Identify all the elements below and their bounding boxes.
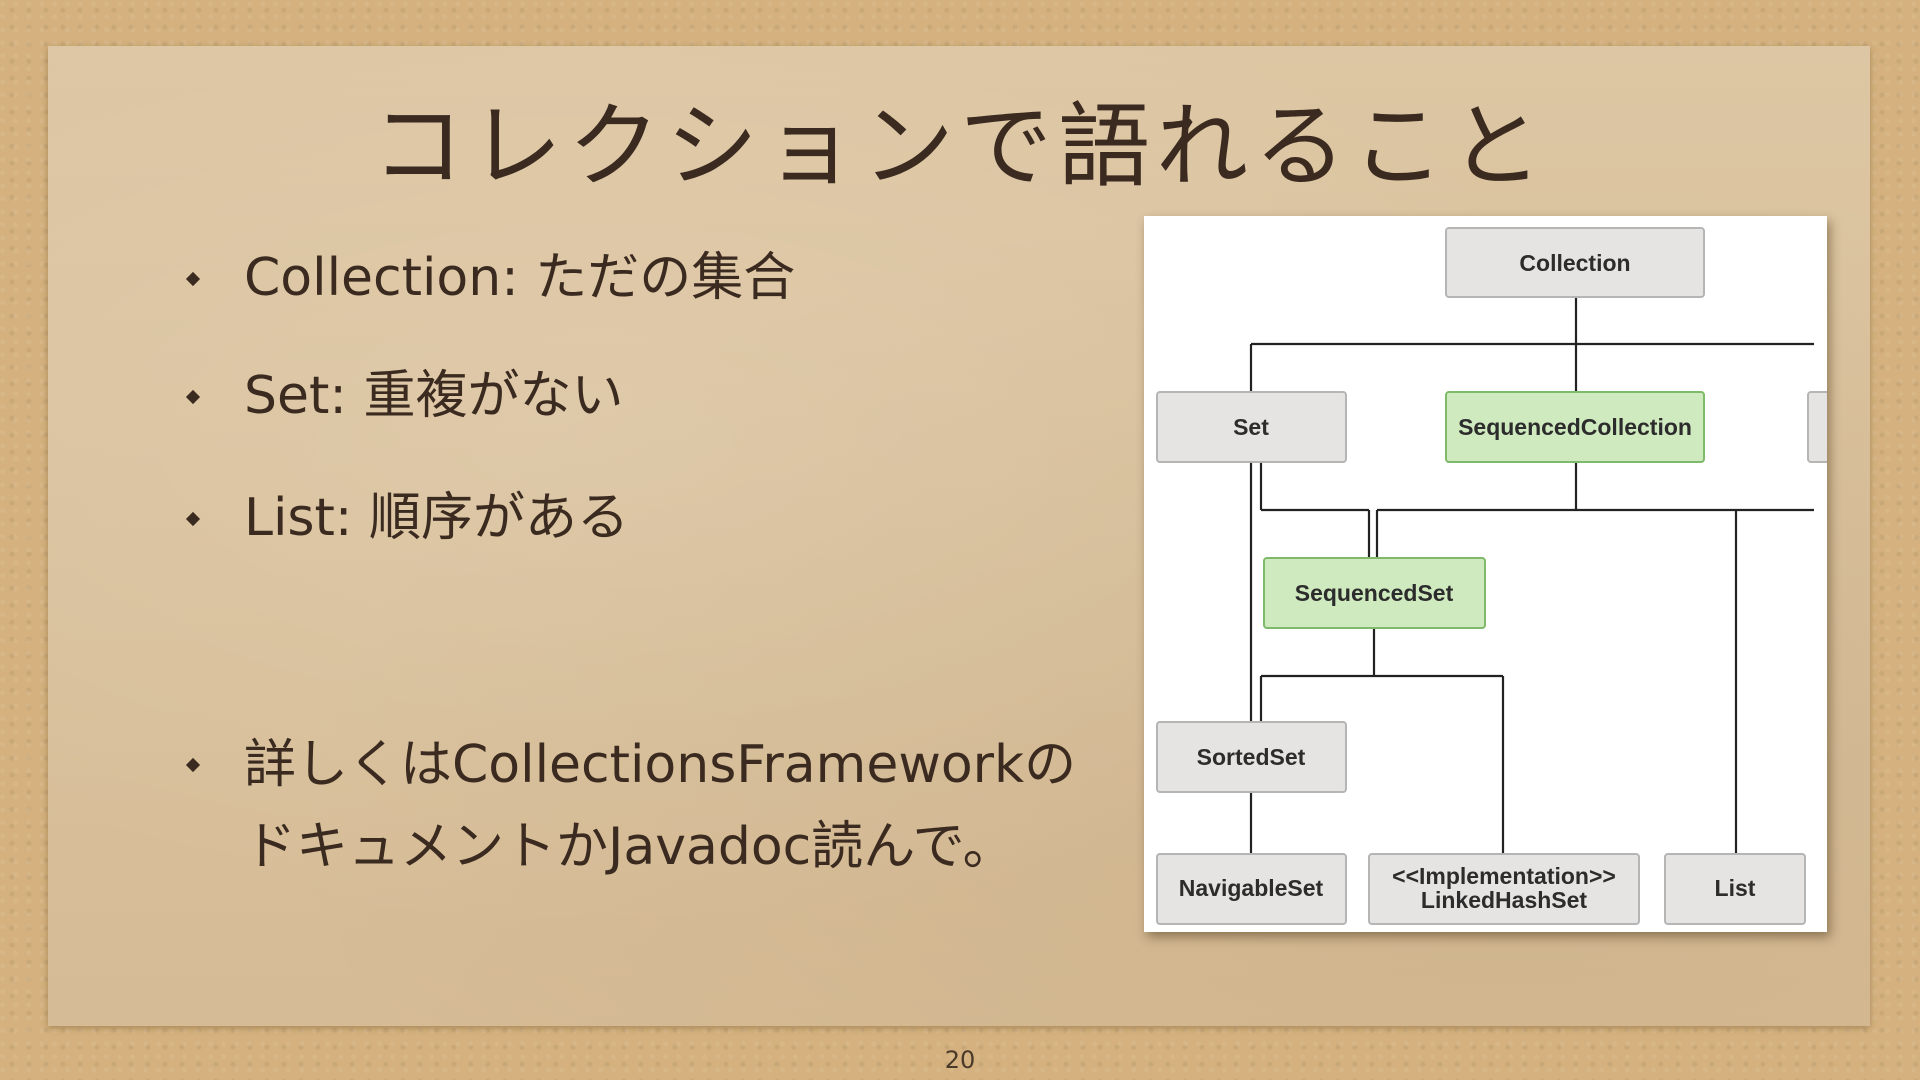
bullet-text: 詳しくはCollectionsFrameworkの ドキュメントかJavadoc… [244, 724, 1076, 888]
slide-title: コレクションで語れること [371, 93, 1548, 200]
connector-lines [1249, 298, 1814, 854]
diagram-svg: Collection Set SequencedCollection Seque… [1156, 227, 1827, 925]
node-sequenced-set: SequencedSet [1263, 557, 1486, 629]
node-sequenced-collection: SequencedCollection [1445, 391, 1705, 463]
bullet-text: Collection: ただの集合 [244, 248, 796, 308]
node-linked-hash-set: <<Implementation>> LinkedHashSet [1368, 853, 1640, 925]
node-label: NavigableSet [1179, 875, 1324, 901]
node-label: LinkedHashSet [1421, 887, 1587, 913]
node-label: Collection [1519, 250, 1630, 276]
node-label: SequencedCollection [1458, 414, 1692, 440]
node-navigable-set: NavigableSet [1156, 853, 1347, 925]
node-sorted-set: SortedSet [1156, 721, 1347, 793]
note-line-1: 詳しくはCollectionsFrameworkの [244, 735, 1077, 795]
bullet-text: List: 順序がある [244, 488, 629, 548]
node-label: Set [1233, 414, 1269, 440]
page-number: 20 [944, 1046, 976, 1074]
node-label: SortedSet [1197, 744, 1306, 770]
node-set: Set [1156, 391, 1347, 463]
bullet-text: Set: 重複がない [244, 366, 624, 426]
node-list: List [1664, 853, 1806, 925]
node-label: List [1715, 875, 1756, 901]
node-cropped [1807, 391, 1827, 463]
node-collection: Collection [1445, 227, 1705, 298]
collection-hierarchy-diagram: Collection Set SequencedCollection Seque… [1144, 216, 1827, 932]
node-label-stereotype: <<Implementation>> [1392, 863, 1616, 889]
note-line-2: ドキュメントかJavadoc読んで。 [244, 817, 1015, 877]
node-label: SequencedSet [1295, 580, 1454, 606]
